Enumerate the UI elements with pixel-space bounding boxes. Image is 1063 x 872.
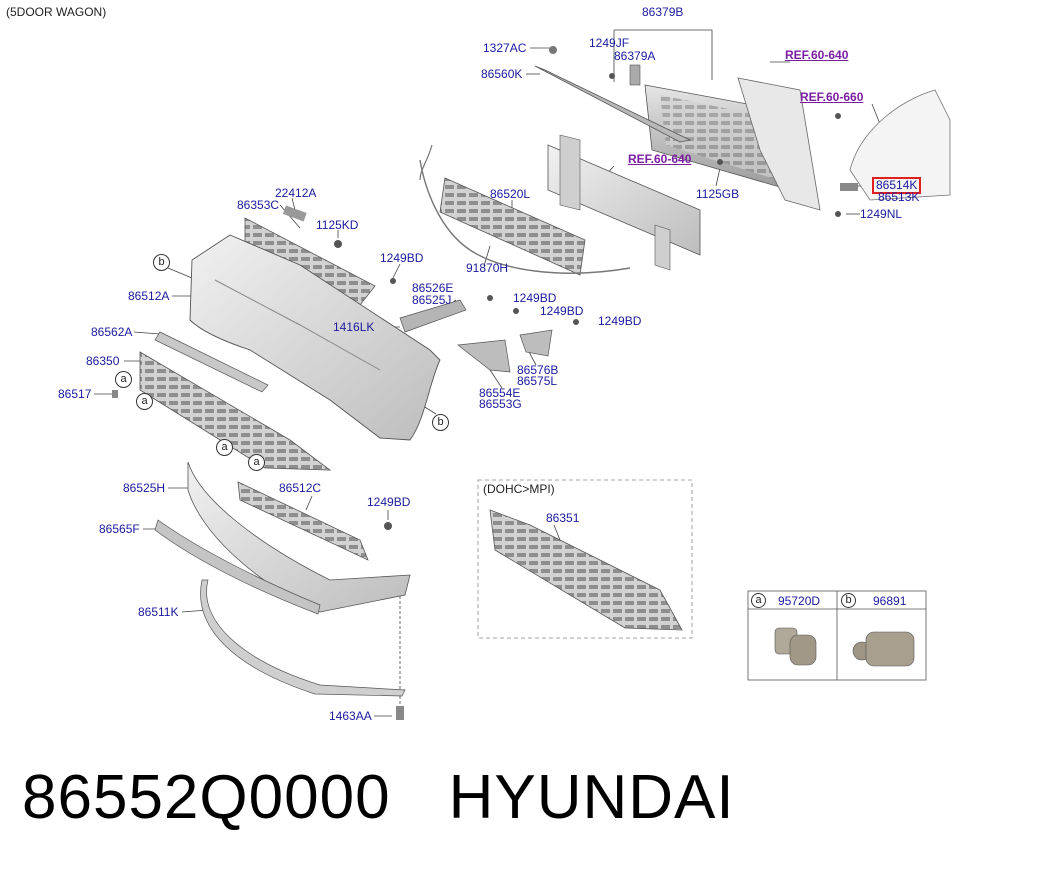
brand-name: HYUNDAI xyxy=(448,763,735,832)
label-1249BD-bracket-2: 1249BD xyxy=(540,304,584,318)
ref-60-640-upper[interactable]: REF.60-640 xyxy=(785,48,849,62)
sensor-96891 xyxy=(852,631,915,667)
label-86512C: 86512C xyxy=(279,481,322,495)
label-86562A: 86562A xyxy=(91,325,133,339)
label-86379B: 86379B xyxy=(642,5,684,19)
callout-a-left-2: a xyxy=(136,393,153,410)
label-86525J: 86525J xyxy=(412,293,452,307)
label-86526E: 86526E xyxy=(412,281,454,295)
label-86353C: 86353C xyxy=(237,198,280,212)
label-86511K: 86511K xyxy=(138,605,179,619)
label-1463AA: 1463AA xyxy=(329,709,372,723)
parts-drawing xyxy=(94,29,951,720)
label-1249JF: 1249JF xyxy=(589,36,630,50)
label-86351: 86351 xyxy=(546,511,580,525)
ref-60-640-lower[interactable]: REF.60-640 xyxy=(628,152,692,166)
legend-letter-b: b xyxy=(841,593,856,608)
label-86553G: 86553G xyxy=(479,397,522,411)
part-number: 86552Q0000 xyxy=(22,763,391,832)
label-86565F: 86565F xyxy=(99,522,140,536)
label-86350: 86350 xyxy=(86,354,120,368)
label-1249BD-lower: 1249BD xyxy=(367,495,411,509)
footer-caption: 86552Q0000 HYUNDAI xyxy=(22,762,793,833)
label-86576B: 86576B xyxy=(517,363,559,377)
label-86513K: 86513K xyxy=(878,190,920,204)
label-86525H: 86525H xyxy=(123,481,166,495)
callout-a-left-1: a xyxy=(115,371,132,388)
label-1125GB: 1125GB xyxy=(696,187,740,201)
label-86560K: 86560K xyxy=(481,67,523,81)
callout-b-lower: b xyxy=(432,414,449,431)
label-1125KD: 1125KD xyxy=(316,218,359,232)
label-1416LK: 1416LK xyxy=(333,320,375,334)
label-86514K-highlighted: 86514K xyxy=(872,177,922,194)
callout-a-bottom-1: a xyxy=(216,439,233,456)
label-1249BD-bracket-3: 1249BD xyxy=(598,314,642,328)
variant-label-dohc-mpi: (DOHC>MPI) xyxy=(483,482,555,496)
legend-letter-a: a xyxy=(751,593,766,608)
label-1249BD-bracket-1: 1249BD xyxy=(513,291,557,305)
label-86520L: 86520L xyxy=(490,187,531,201)
label-86517: 86517 xyxy=(58,387,92,401)
label-1327AC: 1327AC xyxy=(483,41,527,55)
parts-diagram: (5DOOR WAGON) 86379B 1327AC 1249JF 86379… xyxy=(6,5,951,723)
callout-a-bottom-2: a xyxy=(248,454,265,471)
callout-b-upper: b xyxy=(153,254,170,271)
label-1249NL: 1249NL xyxy=(860,207,903,221)
label-1249BD-grille: 1249BD xyxy=(380,251,424,265)
legend-part-96891: 96891 xyxy=(873,594,907,608)
diagram-title: (5DOOR WAGON) xyxy=(6,5,107,19)
label-86554E: 86554E xyxy=(479,386,521,400)
label-86379A: 86379A xyxy=(614,49,656,63)
label-91870H: 91870H xyxy=(466,261,509,275)
label-22412A: 22412A xyxy=(275,186,317,200)
ref-60-660[interactable]: REF.60-660 xyxy=(800,90,864,104)
legend-part-95720D: 95720D xyxy=(778,594,821,608)
label-86512A: 86512A xyxy=(128,289,170,303)
label-86575L: 86575L xyxy=(517,374,558,388)
sensor-95720D xyxy=(774,627,817,666)
